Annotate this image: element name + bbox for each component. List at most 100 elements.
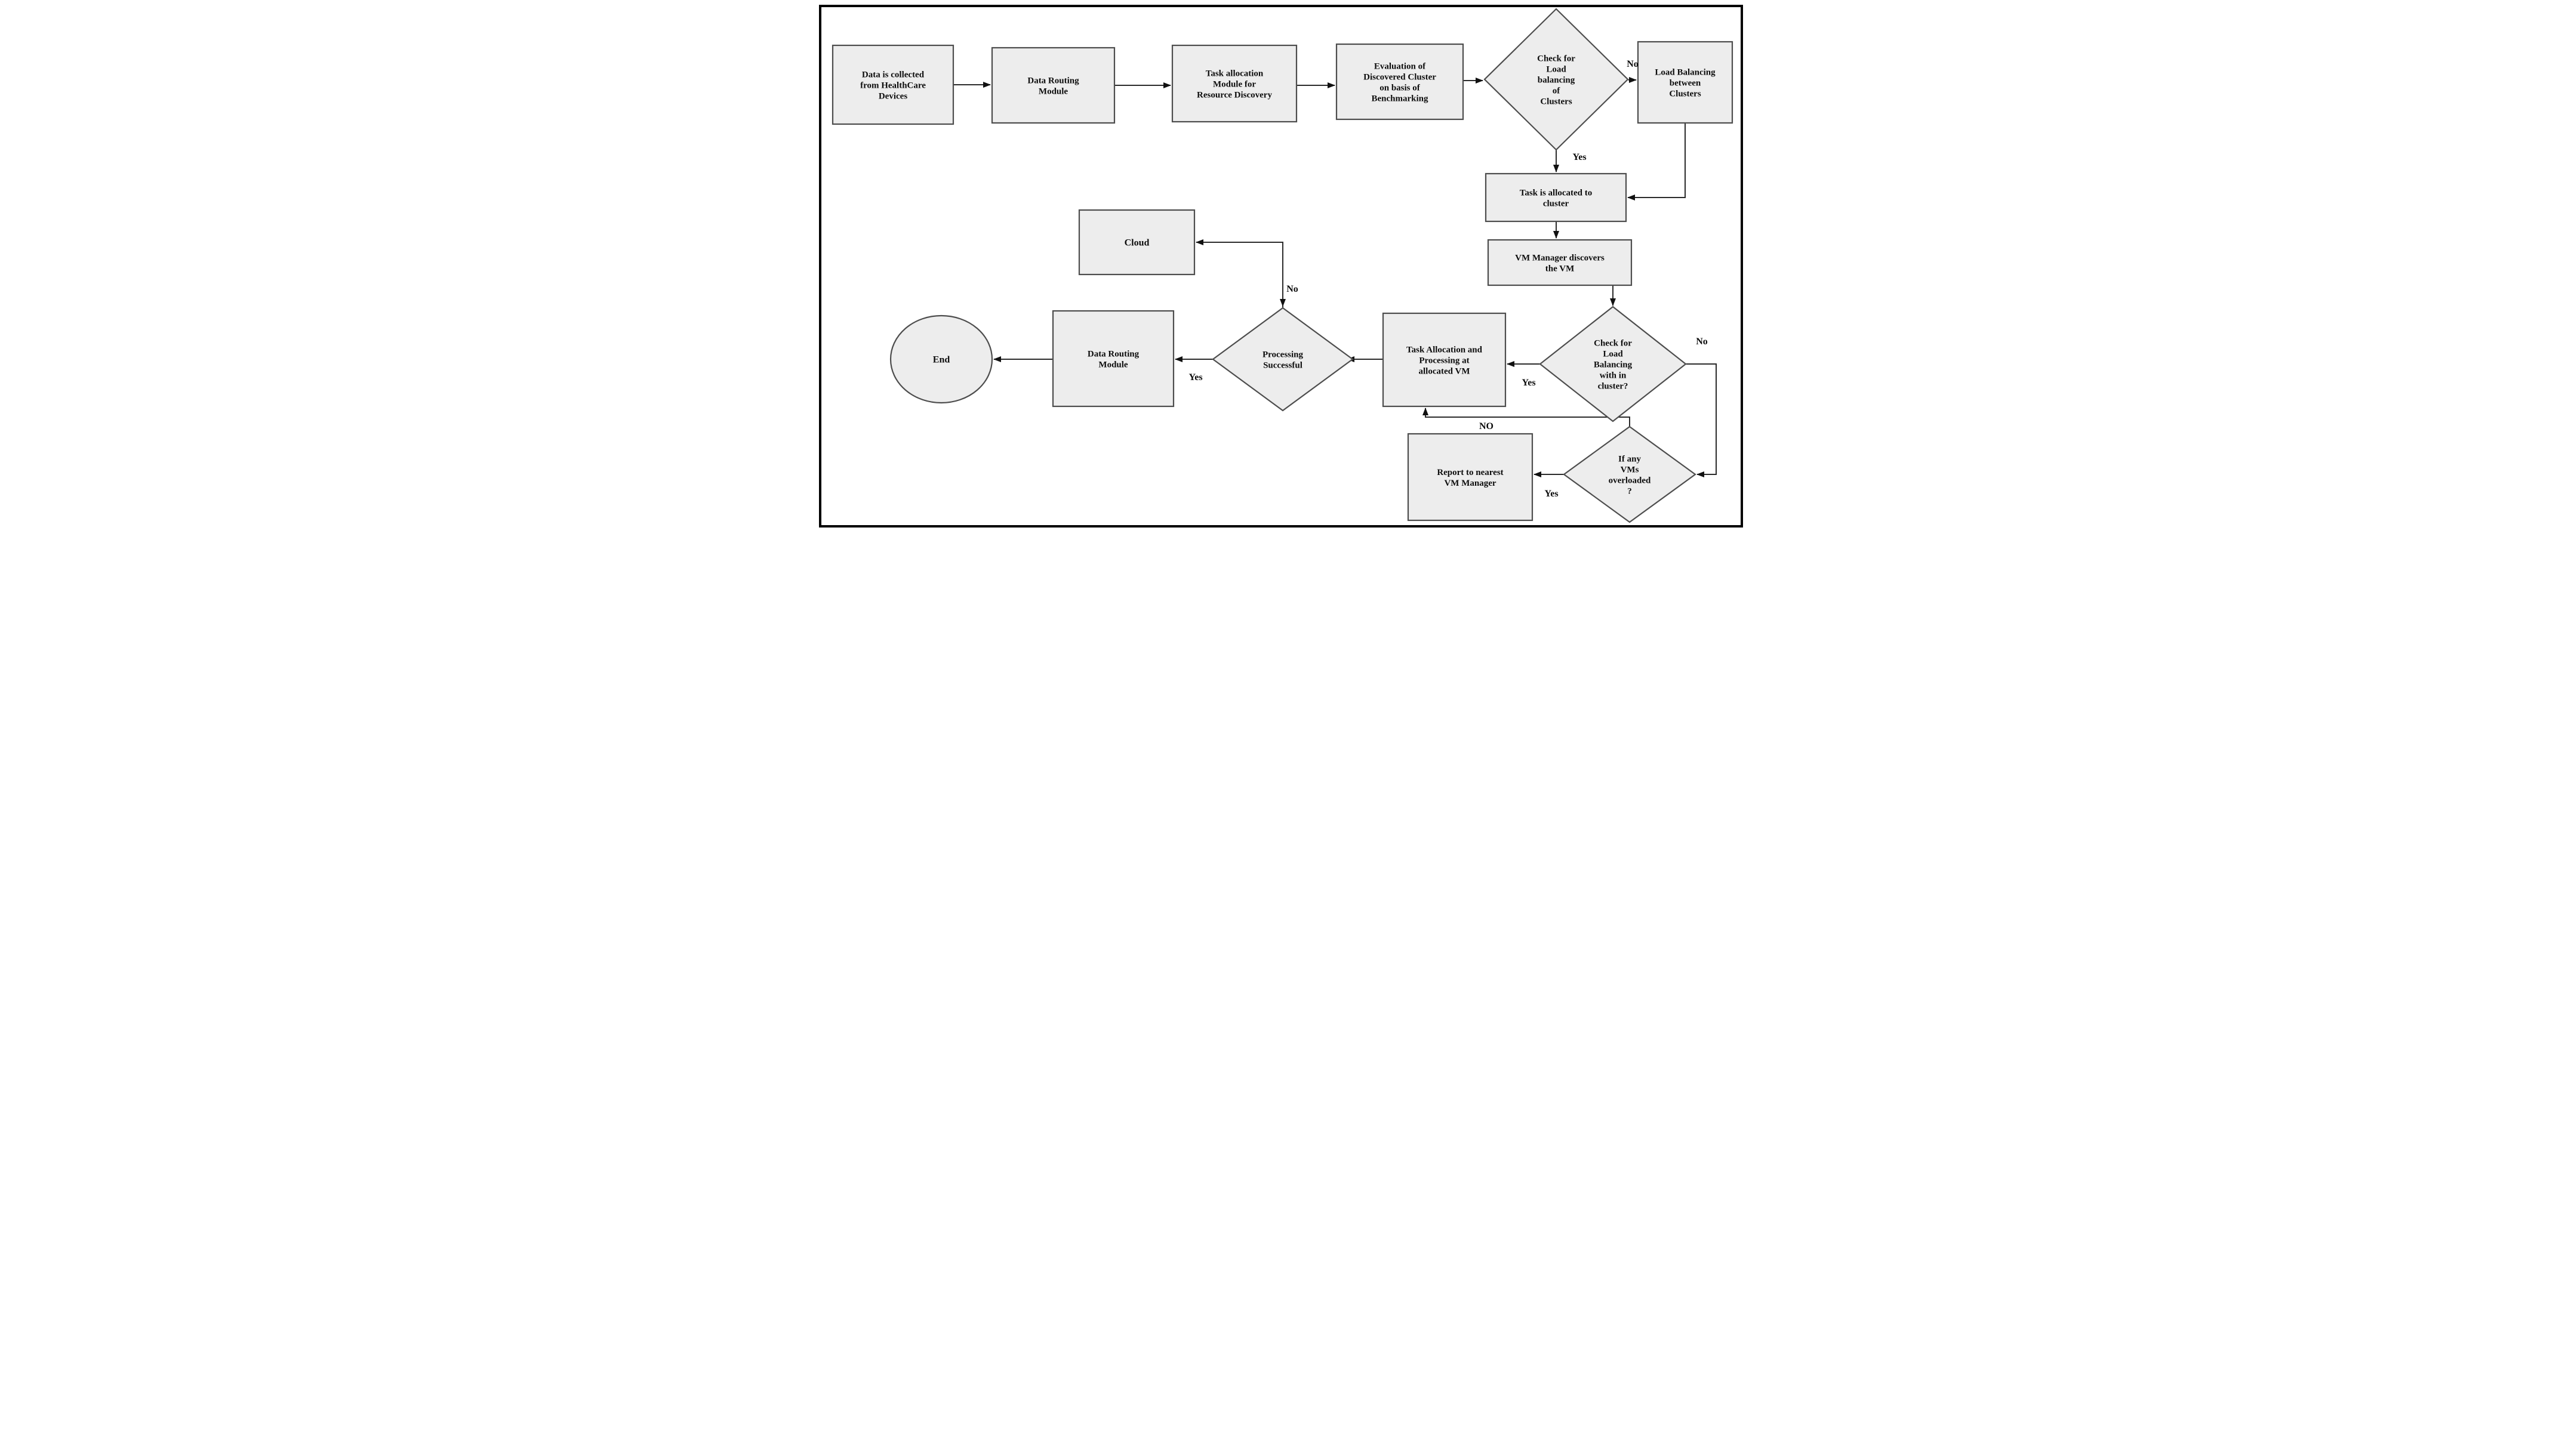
decision-vms-overloaded-line-2: overloaded xyxy=(1609,476,1651,485)
node-cloud-line-0: Cloud xyxy=(1125,238,1150,248)
node-report-nearest-vm-manager-shape xyxy=(1407,433,1533,522)
node-data-routing-module-top-line-0: Data Routing xyxy=(1027,76,1079,85)
node-evaluation-benchmarking-line-1: Discovered Cluster xyxy=(1363,72,1436,82)
edge-label-no-clusters: No xyxy=(1627,59,1639,69)
decision-vms-overloaded-line-0: If any xyxy=(1618,454,1641,464)
node-cloud-label: Cloud xyxy=(1125,238,1150,248)
node-task-allocation-processing-vm-line-2: allocated VM xyxy=(1419,366,1470,376)
node-evaluation-benchmarking-shape xyxy=(1335,43,1464,121)
edge-label-no-processing: No xyxy=(1286,284,1298,294)
edge-label-yes-clusters: Yes xyxy=(1572,152,1586,162)
node-end-shape xyxy=(889,314,993,404)
node-data-routing-module-top-line-1: Module xyxy=(1039,87,1068,96)
node-vm-manager-discovers-shape xyxy=(1487,239,1633,286)
node-cloud-shape xyxy=(1078,209,1196,276)
node-report-nearest-vm-manager-label: Report to nearest VM Manager xyxy=(1437,468,1503,488)
node-task-allocation-processing-vm-line-1: Processing at xyxy=(1419,356,1469,365)
node-data-routing-module-bottom-line-1: Module xyxy=(1098,360,1128,369)
decision-load-balancing-within-cluster-line-4: cluster? xyxy=(1598,381,1628,391)
node-evaluation-benchmarking-line-3: Benchmarking xyxy=(1371,94,1428,103)
node-evaluation-benchmarking-line-2: on basis of xyxy=(1379,83,1421,92)
decision-processing-successful-line-1: Successful xyxy=(1263,360,1302,370)
decision-processing-successful-line-0: Processing xyxy=(1262,350,1304,359)
node-vm-manager-discovers-line-1: the VM xyxy=(1545,264,1574,273)
node-task-allocated-to-cluster-line-0: Task is allocated to xyxy=(1520,188,1593,198)
node-cloud: Cloud xyxy=(1078,209,1196,276)
flow-arrow-no-overloaded xyxy=(1686,363,1717,477)
node-data-collected-healthcare-shape xyxy=(832,44,954,125)
edge-label-yes-overloaded: Yes xyxy=(1544,489,1558,499)
edge-label-no-within-cluster: No xyxy=(1696,337,1708,347)
node-data-routing-module-bottom-shape xyxy=(1052,310,1175,408)
node-end-label: End xyxy=(933,355,950,365)
node-report-nearest-vm-manager: Report to nearest VM Manager xyxy=(1407,433,1533,522)
node-end-line-0: End xyxy=(933,355,950,365)
diagram-border xyxy=(819,5,1743,528)
node-task-allocated-to-cluster-shape xyxy=(1485,172,1627,223)
decision-load-balancing-clusters-line-1: Load xyxy=(1546,64,1566,74)
edge-label-yes-within-cluster: Yes xyxy=(1522,378,1535,388)
node-load-balancing-between-clusters-line-1: between xyxy=(1670,78,1701,88)
flow-arrow-lb-task-cluster xyxy=(1627,123,1686,200)
node-data-collected-healthcare-line-1: from HealthCare xyxy=(860,81,926,90)
decision-vms-overloaded-line-1: VMs xyxy=(1621,465,1639,474)
node-data-collected-healthcare-line-0: Data is collected xyxy=(862,70,925,79)
node-task-allocation-processing-vm-line-0: Task Allocation and xyxy=(1406,345,1483,354)
decision-load-balancing-within-cluster-line-3: with in xyxy=(1600,371,1627,380)
decision-load-balancing-clusters-line-2: balancing xyxy=(1538,75,1575,85)
edge-label-no-overloaded: NO xyxy=(1479,421,1494,431)
decision-load-balancing-within-cluster-line-0: Check for xyxy=(1594,338,1632,348)
node-evaluation-benchmarking-line-0: Evaluation of xyxy=(1374,61,1426,71)
node-report-nearest-vm-manager-line-0: Report to nearest xyxy=(1437,468,1503,477)
decision-load-balancing-within-cluster-line-2: Balancing xyxy=(1594,360,1633,369)
node-data-collected-healthcare-line-2: Devices xyxy=(879,91,907,101)
node-load-balancing-between-clusters-line-0: Load Balancing xyxy=(1655,67,1716,77)
decision-load-balancing-within-cluster-shape xyxy=(1539,306,1687,422)
decision-vms-overloaded-shape xyxy=(1563,425,1696,523)
decision-vms-overloaded-line-3: ? xyxy=(1627,486,1632,496)
decision-load-balancing-clusters-line-0: Check for xyxy=(1537,54,1575,63)
decision-load-balancing-within-cluster-line-1: Load xyxy=(1603,349,1623,359)
node-load-balancing-between-clusters-shape xyxy=(1637,41,1733,124)
node-task-allocation-module-line-2: Resource Discovery xyxy=(1197,90,1272,100)
node-task-allocation-processing-vm-shape xyxy=(1382,312,1507,408)
flow-arrow-no-return-processing xyxy=(1422,408,1630,427)
node-task-allocation-module-shape xyxy=(1171,44,1298,123)
flow-arrow-no-cloud xyxy=(1196,239,1283,309)
node-data-routing-module-top-shape xyxy=(991,47,1116,124)
node-end: End xyxy=(889,314,993,404)
node-task-allocation-module-line-0: Task allocation xyxy=(1206,69,1264,78)
decision-load-balancing-clusters-line-3: of xyxy=(1553,86,1561,95)
node-task-allocated-to-cluster-line-1: cluster xyxy=(1543,199,1569,208)
node-report-nearest-vm-manager-line-1: VM Manager xyxy=(1444,479,1496,488)
edge-label-yes-processing: Yes xyxy=(1188,372,1202,382)
node-vm-manager-discovers-line-0: VM Manager discovers xyxy=(1515,253,1605,263)
